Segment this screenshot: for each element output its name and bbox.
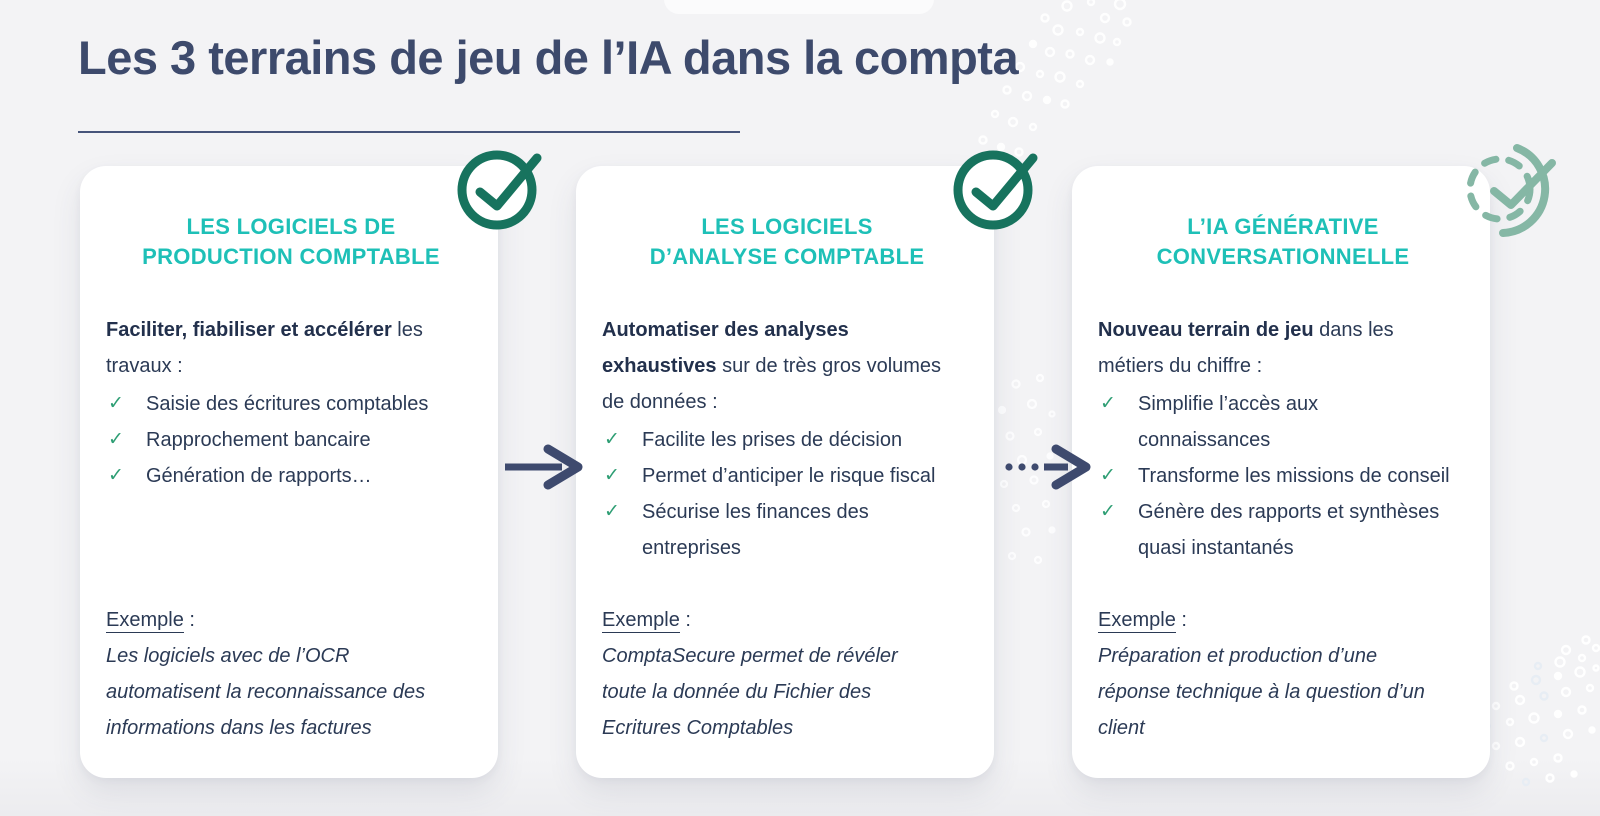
checkmark-icon: ✓ [604,465,620,486]
card-intro-bold: Nouveau terrain de jeu [1098,319,1314,341]
card-title: LES LOGICIELS DE PRODUCTION COMPTABLE [106,212,476,272]
example-label: Exemple : [1098,602,1470,638]
page-title: Les 3 terrains de jeu de l’IA dans la co… [78,31,1019,84]
check-circle-icon [455,138,551,234]
background-shape [664,0,934,14]
example-text: ComptaSecure permet de révéler toute la … [602,645,898,739]
checkmark-icon: ✓ [108,465,124,486]
card-intro: Automatiser des analyses exhaustives sur… [602,312,972,420]
card-title-line1: L’IA GÉNÉRATIVE [1187,214,1379,239]
example-section: Exemple : Préparation et production d’un… [1098,602,1470,746]
checklist-item-text: Rapprochement bancaire [146,429,371,451]
card-production-comptable: LES LOGICIELS DE PRODUCTION COMPTABLE Fa… [80,150,542,778]
example-label-word: Exemple [602,609,680,633]
dotted-arrow-right-icon [1000,444,1092,495]
checklist-item-text: Facilite les prises de décision [642,429,903,451]
example-label-colon: : [183,609,195,631]
example-label-word: Exemple [1098,609,1176,633]
checkmark-icon: ✓ [604,501,620,522]
card-intro-bold: Automatiser des analyses exhaustives [602,319,849,377]
example-label: Exemple : [106,602,478,638]
checklist-item-text: Simplifie l’accès aux connaissances [1138,393,1319,451]
checkmark-icon: ✓ [108,429,124,450]
checklist-item-text: Transforme les missions de conseil [1138,465,1450,487]
card-title-line2: CONVERSATIONNELLE [1156,244,1410,269]
checklist: ✓ Facilite les prises de décision ✓ Permet… [602,422,972,566]
checklist-item-text: Génération de rapports… [146,465,372,487]
card-title-line1: LES LOGICIELS [701,214,873,239]
card-title-line2: D’ANALYSE COMPTABLE [649,244,925,269]
card-intro-rest: dans les métiers du chiffre : [1098,319,1394,377]
card-analyse-comptable: LES LOGICIELS D’ANALYSE COMPTABLE Automa… [576,150,1038,778]
checklist-item: ✓ Génération de rapports… [106,458,476,494]
check-circle-icon [951,138,1047,234]
checkmark-icon: ✓ [1100,465,1116,486]
checklist-item: ✓ Facilite les prises de décision [602,422,972,458]
checklist-item: ✓ Permet d’anticiper le risque fiscal [602,458,972,494]
checklist-item: ✓ Simplifie l’accès aux connaissances [1098,386,1468,458]
checklist-item-text: Génère des rapports et synthèses quasi i… [1138,501,1440,559]
arrow-right-icon [502,444,584,495]
example-text: Les logiciels avec de l’OCR automatisent… [106,645,426,739]
checklist-item: ✓ Rapprochement bancaire [106,422,476,458]
checkmark-icon: ✓ [1100,393,1116,414]
example-label-colon: : [1175,609,1187,631]
title-underline [78,131,740,133]
example-label-word: Exemple [106,609,184,633]
checklist: ✓ Simplifie l’accès aux connaissances ✓ Tr… [1098,386,1468,566]
card-intro-bold: Faciliter, fiabiliser et accélérer [106,319,392,341]
checkmark-icon: ✓ [1100,501,1116,522]
card-intro-rest: les travaux : [106,319,423,377]
checklist: ✓ Saisie des écritures comptables ✓ Rappro… [106,386,476,494]
example-label: Exemple : [602,602,974,638]
checklist-item: ✓ Transforme les missions de conseil [1098,458,1468,494]
example-section: Exemple : ComptaSecure permet de révéler… [602,602,974,746]
card-intro-rest: sur de très gros volumes de données : [602,355,942,413]
checkmark-icon: ✓ [108,393,124,414]
checklist-item-text: Permet d’anticiper le risque fiscal [642,465,936,487]
card-intro: Faciliter, fiabiliser et accélérer les t… [106,312,476,384]
checklist-item-text: Saisie des écritures comptables [146,393,429,415]
checklist-item-text: Sécurise les finances des entreprises [642,501,869,559]
card-ia-generative: L’IA GÉNÉRATIVE CONVERSATIONNELLE Nouvea… [1072,144,1556,778]
example-label-colon: : [679,609,691,631]
card-intro: Nouveau terrain de jeu dans les métiers … [1098,312,1468,384]
checklist-item: ✓ Sécurise les finances des entreprises [602,494,972,566]
card-title-line2: PRODUCTION COMPTABLE [142,244,440,269]
example-section: Exemple : Les logiciels avec de l’OCR au… [106,602,478,746]
card-title: L’IA GÉNÉRATIVE CONVERSATIONNELLE [1098,212,1468,272]
checklist-item: ✓ Saisie des écritures comptables [106,386,476,422]
example-text: Préparation et production d’une réponse … [1098,645,1425,739]
checkmark-icon: ✓ [604,429,620,450]
checklist-item: ✓ Génère des rapports et synthèses quasi … [1098,494,1468,566]
card-title-line1: LES LOGICIELS DE [186,214,396,239]
card-title: LES LOGICIELS D’ANALYSE COMPTABLE [602,212,972,272]
check-circle-dashed-icon [1466,141,1578,241]
